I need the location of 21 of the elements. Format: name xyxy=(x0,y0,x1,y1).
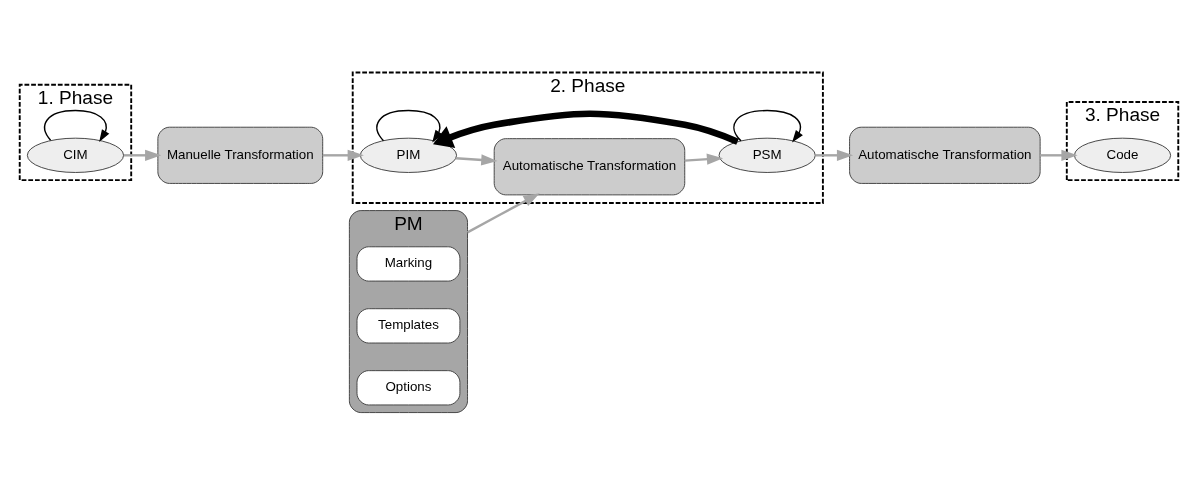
node-box: Marking xyxy=(356,246,461,282)
arrow xyxy=(322,149,364,161)
node-box: Options xyxy=(356,370,461,406)
node-ellipse: PIM xyxy=(359,137,458,173)
node-box: Automatische Transformation xyxy=(849,126,1041,184)
arrow xyxy=(376,109,443,143)
arrow xyxy=(684,153,724,165)
arrow xyxy=(733,109,803,143)
arrow xyxy=(455,154,498,166)
node-box: Manuelle Transformation xyxy=(157,126,324,184)
arrow xyxy=(466,193,540,234)
arrow xyxy=(1040,149,1078,161)
node-box: Templates xyxy=(356,308,461,344)
arrow xyxy=(815,149,854,161)
node-box: Automatische Transformation xyxy=(493,138,686,196)
node-ellipse: CIM xyxy=(26,137,125,173)
arrow xyxy=(123,149,162,161)
node-ellipse: PSM xyxy=(718,137,816,173)
arrow xyxy=(433,110,739,149)
arrow xyxy=(44,109,110,143)
node-ellipse: Code xyxy=(1073,137,1172,173)
